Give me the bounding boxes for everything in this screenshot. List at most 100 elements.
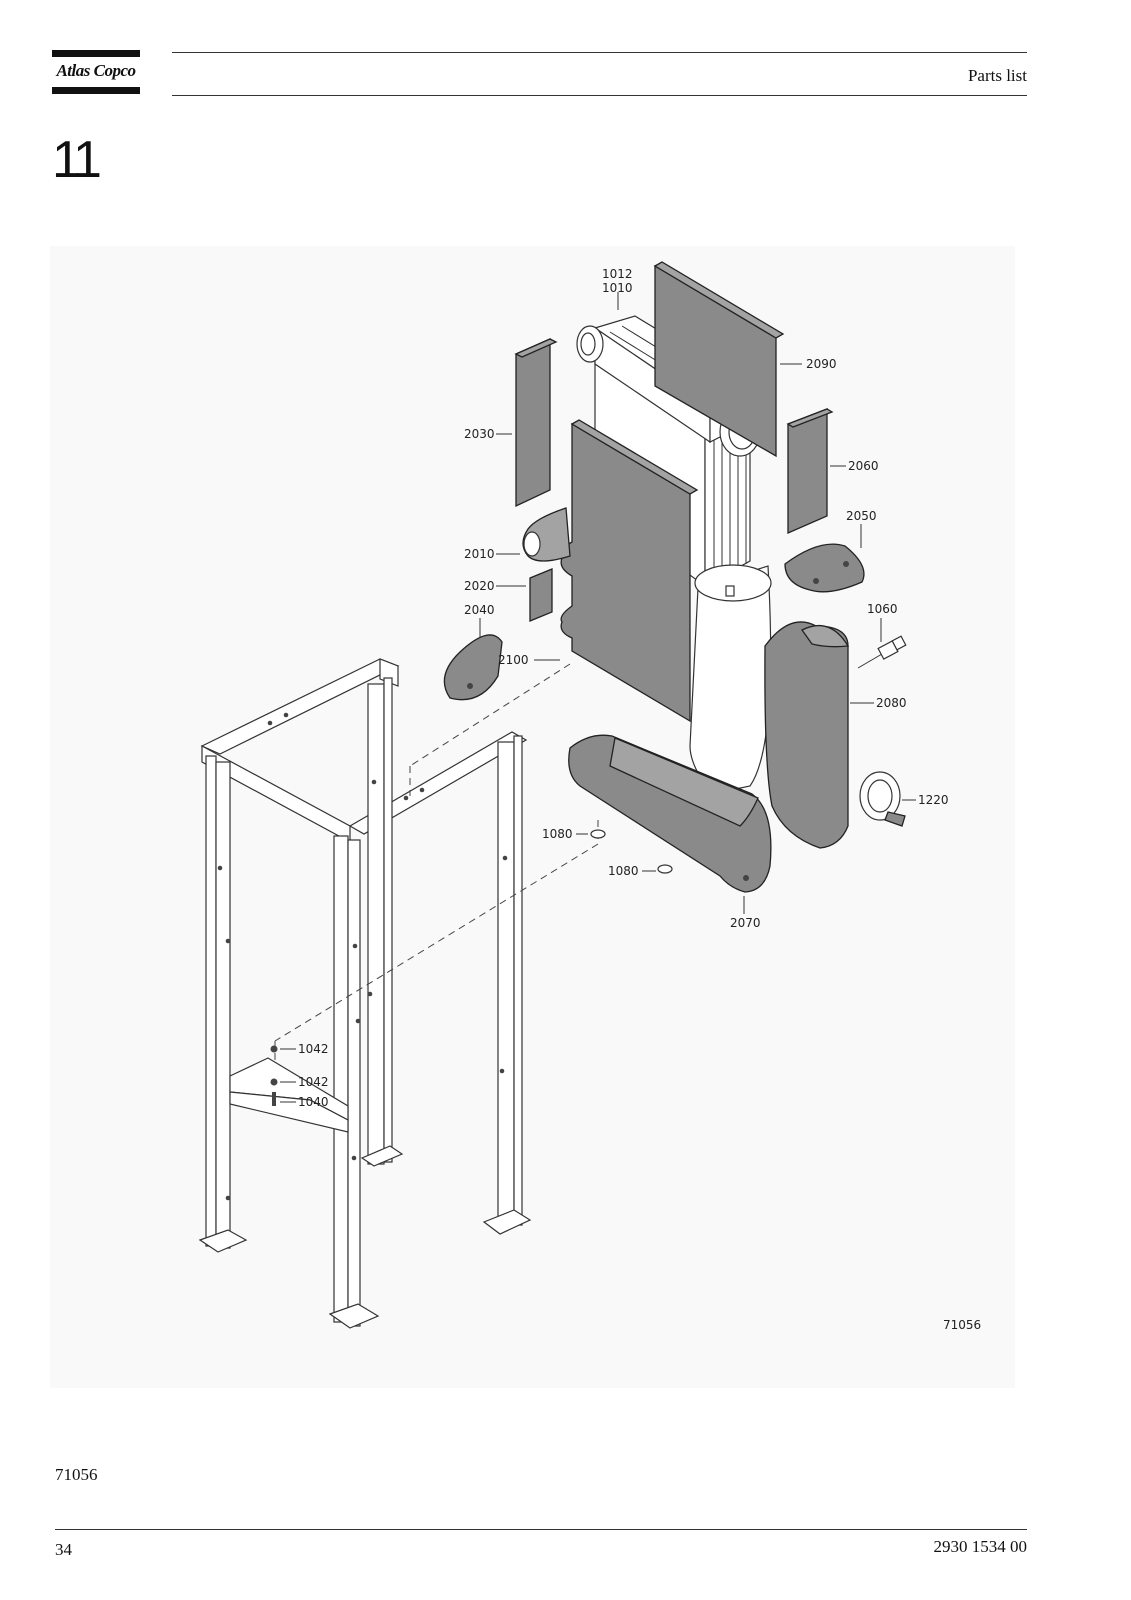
cooler-inlet-port-inner	[580, 332, 596, 356]
insulation-disc-2050	[784, 543, 865, 593]
callout-2060: 2060	[848, 459, 879, 473]
sensor-probe	[857, 653, 883, 669]
page-number: 34	[55, 1540, 72, 1559]
callout-2090: 2090	[806, 357, 837, 371]
frame-hole	[403, 795, 409, 801]
figure-id-label: 71056	[943, 1318, 981, 1332]
frame-foot-front-right	[482, 1209, 532, 1235]
washer-1042-b	[270, 1078, 278, 1086]
callout-1080-b: 1080	[608, 864, 639, 878]
callout-1012: 1012	[602, 267, 633, 281]
assembly-lines	[274, 663, 599, 1061]
tape-strip	[884, 811, 906, 827]
assembly-line	[274, 843, 599, 1042]
tape-inner	[867, 779, 893, 813]
callout-2010: 2010	[464, 547, 495, 561]
callout-2080: 2080	[876, 696, 907, 710]
frame-hole	[351, 1155, 357, 1161]
sensor-connector	[891, 635, 907, 651]
frame-foot-back-left	[198, 1229, 248, 1253]
bolt-1040	[272, 1092, 276, 1106]
frame-hole	[367, 991, 373, 997]
frame-post-back-left	[205, 755, 217, 1247]
callout-2030: 2030	[464, 427, 495, 441]
section-number: 11	[52, 131, 102, 189]
steel-frame	[198, 658, 532, 1329]
shell-2070-hole	[743, 875, 749, 881]
disc-2050-hole	[813, 578, 819, 584]
callout-2040: 2040	[464, 603, 495, 617]
header-title: Parts list	[967, 66, 1027, 85]
insulation-panel-2030	[515, 338, 551, 508]
frame-hole	[355, 1018, 361, 1024]
callout-1220: 1220	[918, 793, 949, 807]
header-rule-bottom	[172, 95, 1027, 96]
insulation-shell-2070	[568, 734, 772, 893]
insulation-panel-2100-edge	[570, 419, 699, 495]
frame-hole	[267, 720, 273, 726]
assembly-line	[409, 663, 571, 767]
callout-2100: 2100	[498, 653, 529, 667]
pipe-insulation-2010-bore	[523, 531, 541, 557]
disc-2040-hole	[467, 683, 473, 689]
insulation-block-2020	[529, 568, 553, 622]
insulation-jacket-2080-inner	[801, 625, 850, 648]
callout-labels: 1012 1010 2090 2030 2060 2050 2010 2020 …	[298, 267, 981, 1332]
header-rule-top	[172, 52, 1027, 53]
callout-1060: 1060	[867, 602, 898, 616]
frame-hole	[225, 938, 231, 944]
frame-post-back-right	[367, 683, 385, 1165]
callout-2050: 2050	[846, 509, 877, 523]
brand-logo: Atlas Copco	[52, 50, 140, 94]
callout-2020: 2020	[464, 579, 495, 593]
frame-hole	[371, 779, 377, 785]
frame-foot-front-left	[328, 1303, 380, 1329]
callout-1010: 1010	[602, 281, 633, 295]
callout-2070: 2070	[730, 916, 761, 930]
receiver-fitting	[725, 585, 735, 597]
receiver-body	[689, 564, 772, 795]
frame-post-front-right	[497, 741, 515, 1228]
exploded-parts-drawing: .frame { fill: #ffffff; stroke: #333; st…	[50, 246, 1015, 1388]
insulation-jacket-2080	[764, 621, 849, 849]
frame-hole	[217, 865, 223, 871]
insulation-panel-2030-edge	[514, 338, 558, 358]
insulation-shell-2070-inner	[609, 737, 759, 827]
temperature-sensor-1060	[857, 635, 907, 669]
frame-cross-member-side	[229, 1091, 349, 1133]
frame-post-front-left	[333, 835, 349, 1323]
receiver-shell	[689, 565, 772, 795]
callout-1042-a: 1042	[298, 1042, 329, 1056]
frame-post-back-left-inner	[215, 761, 231, 1249]
leader-lines	[280, 292, 916, 1103]
insulation-panel-2060-edge	[786, 408, 834, 428]
frame-hole	[499, 1068, 505, 1074]
frame-hole	[225, 1195, 231, 1201]
frame-hole	[283, 712, 289, 718]
footer-rule	[55, 1529, 1027, 1530]
frame-post-front-left-inner	[347, 839, 361, 1327]
figure-caption: 71056	[55, 1465, 98, 1484]
insulation-disc-2040	[443, 634, 503, 701]
frame-hole	[419, 787, 425, 793]
disc-2050-hole	[843, 561, 849, 567]
logo-wordmark: Atlas Copco	[56, 61, 136, 80]
washer-1042-a	[270, 1045, 278, 1053]
logo-bar-bottom	[52, 87, 140, 94]
tape-roll-1220	[859, 771, 906, 827]
logo-bar-top	[52, 50, 140, 57]
frame-hole	[352, 943, 358, 949]
insulation-panel-2090-edge	[653, 261, 785, 339]
drawing-canvas: .frame { fill: #ffffff; stroke: #333; st…	[198, 261, 981, 1332]
frame-hole	[502, 855, 508, 861]
callout-1042-b: 1042	[298, 1075, 329, 1089]
insulation-panel-2060	[787, 408, 828, 534]
frame-foot-back-right	[360, 1145, 404, 1167]
frame-post-front-right-inner	[513, 735, 523, 1226]
callout-1040: 1040	[298, 1095, 329, 1109]
receiver-top	[694, 564, 772, 602]
frame-post-back-right-inner	[383, 677, 393, 1163]
washer-1080-b	[657, 864, 673, 874]
frame-right-beam	[348, 731, 528, 835]
document-number: 2930 1534 00	[933, 1537, 1028, 1556]
